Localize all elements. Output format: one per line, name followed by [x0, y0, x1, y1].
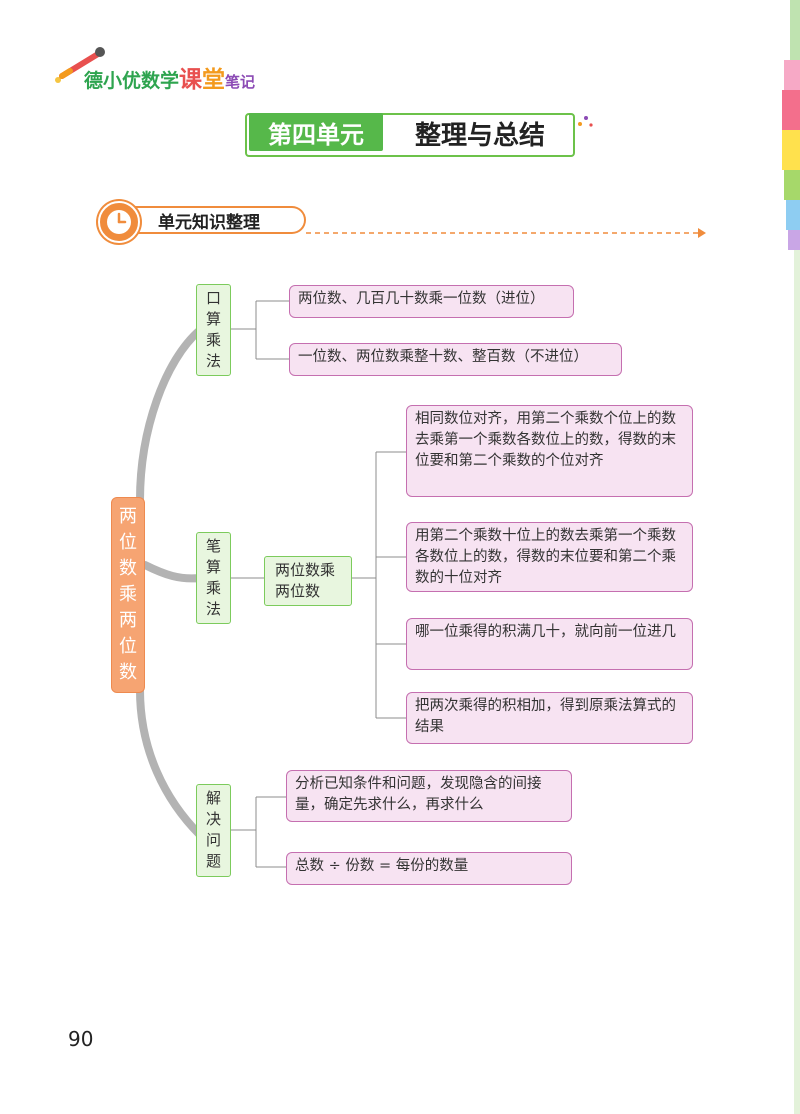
written-sub-node: 两位数乘两位数: [264, 556, 352, 606]
clock-icon: [98, 201, 140, 243]
mindmap-root: 两位数乘两位数: [111, 497, 145, 693]
brand-ke: 课: [179, 67, 203, 93]
written-item-3: 哪一位乘得的积满几十，就向前一位进几: [406, 618, 693, 670]
section-title: 单元知识整理: [158, 212, 260, 233]
brand-tang: 堂: [202, 67, 226, 93]
brush-logo-icon: [55, 47, 105, 83]
written-item-4: 把两次乘得的积相加，得到原乘法算式的结果: [406, 692, 693, 744]
branch-written-multiplication: 笔算乘法: [196, 532, 231, 624]
section-dashed-arrow: [306, 228, 706, 238]
brand-prefix: 德小优数学: [84, 70, 180, 92]
section-header: 单元知识整理: [130, 206, 306, 234]
root-label: 两位数乘两位数: [119, 506, 137, 683]
written-item-1: 相同数位对齐，用第二个乘数个位上的数去乘第一个乘数各数位上的数，得数的末位要和第…: [406, 405, 693, 497]
branch-oral-label: 口算乘法: [206, 289, 222, 370]
oral-item-2: 一位数、两位数乘整十数、整百数（不进位）: [289, 343, 622, 376]
page-title: 整理与总结: [414, 120, 545, 151]
brand-biji: 笔记: [225, 73, 256, 91]
unit-label: 第四单元: [249, 113, 383, 151]
branch-problem-solving: 解决问题: [196, 784, 231, 877]
brand-wordmark: 德小优数学课堂笔记: [84, 60, 255, 94]
page-number: 90: [68, 1027, 94, 1051]
page-edge-stripe: [782, 0, 800, 1114]
branch-written-label: 笔算乘法: [206, 537, 222, 618]
sparkle-dots-icon: [578, 116, 593, 127]
problem-item-2: 总数 ÷ 份数 = 每份的数量: [286, 852, 572, 885]
problem-item-1: 分析已知条件和问题，发现隐含的间接量，确定先求什么，再求什么: [286, 770, 572, 822]
written-item-2: 用第二个乘数十位上的数去乘第一个乘数各数位上的数，得数的末位要和第二个乘数的十位…: [406, 522, 693, 592]
branch-problem-label: 解决问题: [206, 789, 222, 870]
oral-item-1: 两位数、几百几十数乘一位数（进位）: [289, 285, 574, 318]
branch-oral-multiplication: 口算乘法: [196, 284, 231, 376]
